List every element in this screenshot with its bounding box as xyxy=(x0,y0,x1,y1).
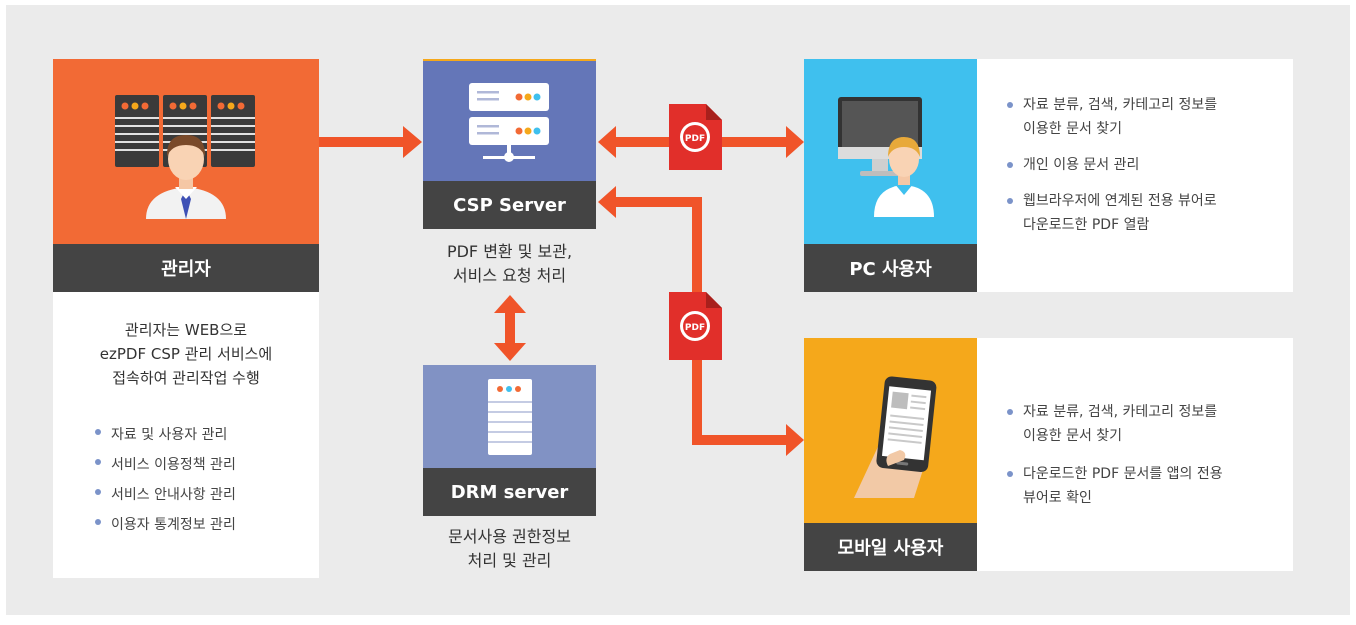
admin-person-icon xyxy=(146,135,226,219)
drm-server-label: DRM server xyxy=(423,468,596,516)
mobile-feature-text: 다운로드한 PDF 문서를 앱의 전용 뷰어로 확인 xyxy=(1023,466,1223,506)
pdf-badge-label: PDF xyxy=(685,323,705,333)
admin-description: 관리자는 WEB으로 ezPDF CSP 관리 서비스에 접속하여 관리작업 수… xyxy=(53,318,319,390)
csp-server-label: CSP Server xyxy=(423,181,596,229)
pc-feature-item: 자료 분류, 검색, 카테고리 정보를 이용한 문서 찾기 xyxy=(1003,93,1283,141)
mobile-feature-text: 자료 분류, 검색, 카테고리 정보를 이용한 문서 찾기 xyxy=(1023,404,1218,444)
drm-caption-line: 문서사용 권한정보 xyxy=(448,527,571,546)
mobile-to-csp-arrow-head xyxy=(598,186,616,218)
pc-user-illustration xyxy=(838,97,934,217)
admin-description-line: 접속하여 관리작업 수행 xyxy=(112,369,260,387)
mobile-illustration xyxy=(854,376,937,498)
mobile-elbow-arrow-head xyxy=(786,424,804,456)
mobile-to-csp-arrow xyxy=(614,197,702,207)
csp-drm-arrow-head-top xyxy=(494,295,526,313)
admin-detail-panel: 관리자는 WEB으로 ezPDF CSP 관리 서비스에 접속하여 관리작업 수… xyxy=(53,292,319,578)
csp-pc-arrow-head-right xyxy=(786,126,804,158)
drm-server-caption: 문서사용 권한정보 처리 및 관리 xyxy=(408,525,611,573)
admin-to-csp-arrow xyxy=(319,137,405,147)
pc-user-detail-panel: 자료 분류, 검색, 카테고리 정보를 이용한 문서 찾기 개인 이용 문서 관… xyxy=(977,59,1293,292)
csp-caption-line: PDF 변환 및 보관, xyxy=(446,242,573,261)
pc-feature-item: 개인 이용 문서 관리 xyxy=(1003,153,1283,177)
mobile-feature-list: 자료 분류, 검색, 카테고리 정보를 이용한 문서 찾기 다운로드한 PDF … xyxy=(1003,400,1283,510)
admin-illustration xyxy=(115,95,255,219)
mobile-user-label: 모바일 사용자 xyxy=(804,523,977,571)
drm-caption-line: 처리 및 관리 xyxy=(467,551,552,570)
pc-feature-list: 자료 분류, 검색, 카테고리 정보를 이용한 문서 찾기 개인 이용 문서 관… xyxy=(1003,93,1283,237)
pc-user-box: PC 사용자 xyxy=(804,59,977,292)
pc-feature-item: 웹브라우저에 연계된 전용 뷰어로 다운로드한 PDF 열람 xyxy=(1003,189,1283,237)
mobile-elbow-horizontal xyxy=(692,435,788,445)
admin-task-list: 자료 및 사용자 관리 서비스 이용정책 관리 서비스 안내사항 관리 이용자 … xyxy=(91,420,311,540)
drm-server-icon xyxy=(488,379,532,455)
admin-to-csp-arrow-head xyxy=(403,126,422,158)
admin-description-line: ezPDF CSP 관리 서비스에 xyxy=(99,345,273,363)
pdf-badge-icon: PDF xyxy=(669,292,722,360)
admin-task-item: 서비스 이용정책 관리 xyxy=(91,450,311,480)
admin-description-line: 관리자는 WEB으로 xyxy=(124,321,248,339)
mobile-user-box: 모바일 사용자 xyxy=(804,338,977,571)
pc-user-label: PC 사용자 xyxy=(804,244,977,292)
pdf-badge-icon: PDF xyxy=(669,104,722,170)
csp-drm-arrow xyxy=(505,312,515,344)
server-icon xyxy=(469,83,549,162)
admin-box: 관리자 xyxy=(53,59,319,292)
admin-label: 관리자 xyxy=(53,244,319,292)
mobile-feature-item: 자료 분류, 검색, 카테고리 정보를 이용한 문서 찾기 xyxy=(1003,400,1283,448)
pc-feature-text: 개인 이용 문서 관리 xyxy=(1023,157,1140,173)
drm-server-box: DRM server xyxy=(423,365,596,516)
admin-task-item: 서비스 안내사항 관리 xyxy=(91,480,311,510)
csp-caption-line: 서비스 요청 처리 xyxy=(452,266,567,285)
smartphone-icon xyxy=(876,376,937,473)
pc-person-icon xyxy=(874,137,934,217)
pdf-badge-label: PDF xyxy=(685,134,705,144)
arrows xyxy=(319,126,804,456)
csp-server-box: CSP Server xyxy=(423,59,596,229)
pc-feature-text: 웹브라우저에 연계된 전용 뷰어로 다운로드한 PDF 열람 xyxy=(1023,193,1217,233)
pc-feature-text: 자료 분류, 검색, 카테고리 정보를 이용한 문서 찾기 xyxy=(1023,97,1218,137)
admin-task-item: 이용자 통계정보 관리 xyxy=(91,510,311,540)
admin-task-item: 자료 및 사용자 관리 xyxy=(91,420,311,450)
mobile-user-detail-panel: 자료 분류, 검색, 카테고리 정보를 이용한 문서 찾기 다운로드한 PDF … xyxy=(977,338,1293,571)
csp-drm-arrow-head-bottom xyxy=(494,343,526,361)
monitor-icon xyxy=(838,97,922,176)
mobile-feature-item: 다운로드한 PDF 문서를 앱의 전용 뷰어로 확인 xyxy=(1003,462,1283,510)
csp-pc-arrow-head-left xyxy=(598,126,616,158)
csp-server-caption: PDF 변환 및 보관, 서비스 요청 처리 xyxy=(408,240,611,288)
